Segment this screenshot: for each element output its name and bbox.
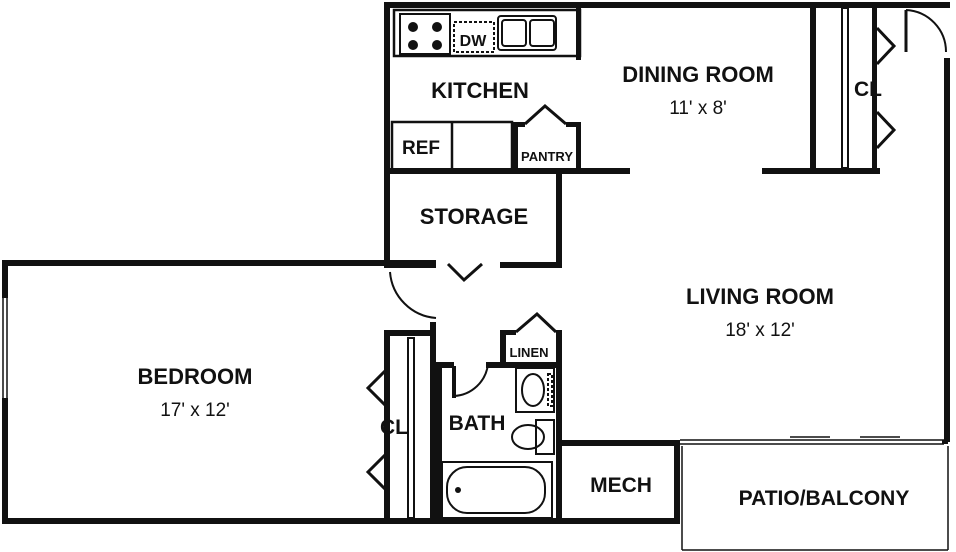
- pantry-label: PANTRY: [521, 149, 573, 164]
- refrigerator-label: REF: [402, 138, 440, 159]
- kitchen-storage-wall: [384, 168, 630, 174]
- bedroom-label: BEDROOM: [138, 364, 253, 389]
- bedroom-closet: [365, 322, 436, 522]
- bedroom-size: 17' x 12': [160, 400, 230, 421]
- pantry-walls: [513, 104, 581, 172]
- dining-closet-wall: [762, 168, 880, 174]
- bedroom-window: [1, 298, 13, 398]
- top-closet-label: CL: [854, 78, 882, 101]
- patio-balcony-label: PATIO/BALCONY: [739, 487, 910, 510]
- bedroom-closet-label: CL: [380, 416, 408, 439]
- dining-room-label: DINING ROOM: [622, 62, 774, 87]
- kitchen-counter-end: [576, 8, 581, 60]
- dining-room-size: 11' x 8': [669, 98, 727, 119]
- bath-walls: [436, 311, 562, 522]
- dishwasher-label: DW: [460, 33, 488, 50]
- living-room-size: 18' x 12': [725, 320, 795, 341]
- living-room-label: LIVING ROOM: [686, 284, 834, 309]
- mech-patio-walls: [556, 436, 949, 551]
- entry-door: [904, 9, 948, 53]
- bath-label: BATH: [449, 412, 506, 435]
- mech-label: MECH: [590, 474, 652, 497]
- kitchen-fixtures: [390, 8, 582, 172]
- storage-label: STORAGE: [420, 204, 528, 229]
- kitchen-label: KITCHEN: [431, 78, 529, 103]
- linen-label: LINEN: [510, 345, 549, 360]
- bath-fixtures: [441, 367, 555, 519]
- top-closet: [810, 2, 897, 174]
- storage-walls: [384, 168, 562, 319]
